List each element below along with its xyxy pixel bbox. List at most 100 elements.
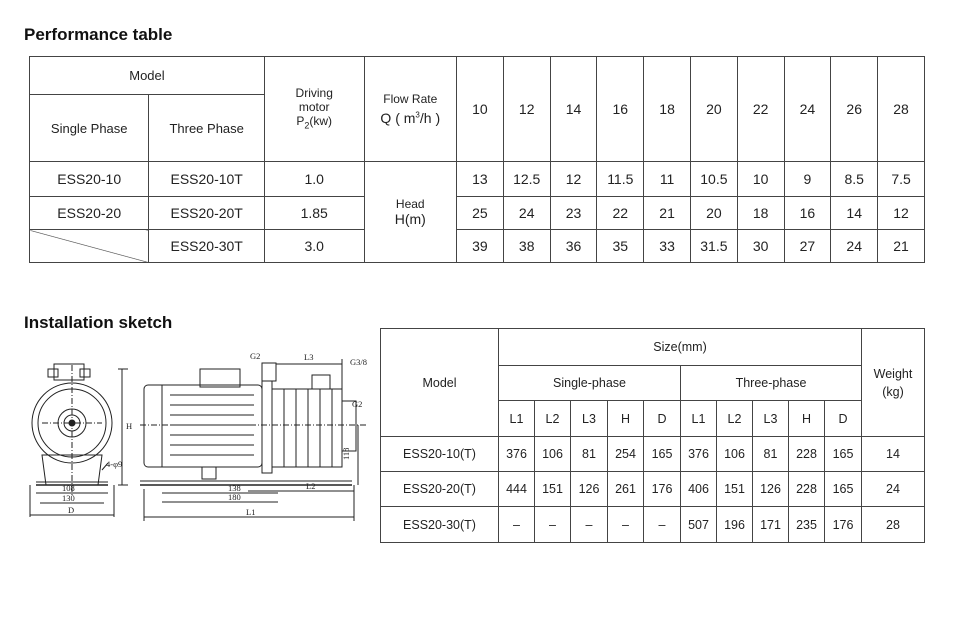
empty-diagonal-cell [28, 229, 150, 263]
flow-value: 10 [456, 56, 504, 162]
size-cell: – [534, 506, 571, 543]
size-cell: 376 [498, 436, 535, 472]
performance-heading: Performance table [24, 25, 173, 44]
three-model: ESS20-30T [148, 229, 265, 263]
head-value: 39 [456, 229, 504, 263]
label-d: D [68, 505, 74, 515]
size-cell: – [498, 506, 535, 543]
perf-flow-rate-header: Flow Rate Q ( m3/h ) [363, 56, 458, 162]
size-cell: 235 [788, 506, 825, 543]
size-cell: 81 [570, 436, 608, 472]
flow-value: 18 [643, 56, 691, 162]
head-label: Head [395, 197, 425, 211]
power-value: 1.85 [263, 196, 365, 230]
head-value: 13 [456, 161, 504, 197]
installation-table: Model Size(mm) Weight (kg) Single-phase … [380, 328, 925, 543]
table-row: ESS20-10(T) 376 106 81 254 165 376 106 8… [380, 436, 925, 472]
weight-header: Weight (kg) [861, 328, 925, 437]
head-value: 22 [596, 196, 645, 230]
model-cell: ESS20-20(T) [380, 471, 499, 507]
power-value: 1.0 [263, 161, 365, 197]
power-value: 3.0 [263, 229, 365, 263]
size-cell: 376 [680, 436, 717, 472]
head-value: 9 [783, 161, 832, 197]
weight-cell: 28 [861, 506, 925, 543]
size-cell: 507 [680, 506, 717, 543]
single-phase-header: Single Phase [28, 94, 150, 162]
pump-installation-drawing: G2 L3 G3/8 G2 H 118 4-φ9 108 130 D 138 1… [29, 351, 367, 521]
head-value: 12 [877, 196, 925, 230]
label-118: 118 [341, 448, 351, 460]
single-model: ESS20-20 [28, 196, 150, 230]
size-cell: 171 [752, 506, 789, 543]
size-cell: 228 [788, 471, 825, 507]
label-l3: L3 [304, 352, 313, 362]
table-row: ESS20-20 ESS20-20T 1.85 25 24 23 22 21 2… [28, 196, 925, 230]
head-header: Head H(m) [363, 161, 458, 263]
size-cell: 151 [534, 471, 571, 507]
head-value: 12.5 [502, 161, 551, 197]
size-cell: 165 [824, 471, 862, 507]
flow-value: 28 [877, 56, 925, 162]
col-l2: L2 [716, 400, 753, 437]
label-h: H [126, 421, 132, 431]
flow-value: 14 [549, 56, 598, 162]
weight-label: Weight [873, 366, 913, 381]
label-108: 108 [62, 483, 75, 493]
weight-cell: 24 [861, 471, 925, 507]
size-cell: 81 [752, 436, 789, 472]
size-cell: 165 [643, 436, 681, 472]
size-cell: 126 [570, 471, 608, 507]
head-value: 27 [783, 229, 832, 263]
flow-value: 16 [596, 56, 645, 162]
flow-value: 20 [689, 56, 738, 162]
model-cell: ESS20-30(T) [380, 506, 499, 543]
head-value: 35 [596, 229, 645, 263]
driving-motor-label: Driving motor [295, 85, 333, 114]
size-cell: 106 [534, 436, 571, 472]
size-cell: – [570, 506, 608, 543]
head-value: 12 [549, 161, 598, 197]
size-cell: 126 [752, 471, 789, 507]
flow-value: 12 [502, 56, 551, 162]
size-cell: 176 [643, 471, 681, 507]
installation-heading: Installation sketch [24, 313, 173, 332]
three-phase-header: Three Phase [148, 94, 265, 162]
head-value: 30 [736, 229, 785, 263]
size-cell: 165 [824, 436, 862, 472]
head-value: 20 [689, 196, 738, 230]
label-g3-8: G3/8 [350, 357, 367, 367]
head-value: 21 [877, 229, 925, 263]
head-value: 25 [456, 196, 504, 230]
p2-label: P2(kw) [296, 113, 333, 131]
head-value: 16 [783, 196, 832, 230]
col-d: D [643, 400, 681, 437]
col-l2: L2 [534, 400, 571, 437]
head-value: 18 [736, 196, 785, 230]
model-cell: ESS20-10(T) [380, 436, 499, 472]
col-h: H [607, 400, 644, 437]
label-g2-top: G2 [250, 351, 260, 361]
flow-rate-label: Flow Rate [383, 92, 438, 106]
col-l3: L3 [752, 400, 789, 437]
size-cell: 196 [716, 506, 753, 543]
size-cell: 261 [607, 471, 644, 507]
head-value: 7.5 [877, 161, 925, 197]
size-cell: 176 [824, 506, 862, 543]
head-value: 10 [736, 161, 785, 197]
head-value: 21 [643, 196, 691, 230]
flow-value: 24 [783, 56, 832, 162]
col-d: D [824, 400, 862, 437]
perf-driving-motor-header: Driving motor P2(kw) [263, 56, 365, 162]
pump-side-view [140, 362, 367, 486]
single-phase-header: Single-phase [498, 365, 681, 401]
label-180: 180 [228, 492, 241, 502]
single-model: ESS20-10 [28, 161, 150, 197]
head-value: 14 [830, 196, 879, 230]
head-value: 11.5 [596, 161, 645, 197]
flow-value: 22 [736, 56, 785, 162]
size-cell: 151 [716, 471, 753, 507]
table-row: ESS20-30T 3.0 39 38 36 35 33 31.5 30 27 … [28, 229, 925, 263]
size-cell: – [643, 506, 681, 543]
head-value: 31.5 [689, 229, 738, 263]
